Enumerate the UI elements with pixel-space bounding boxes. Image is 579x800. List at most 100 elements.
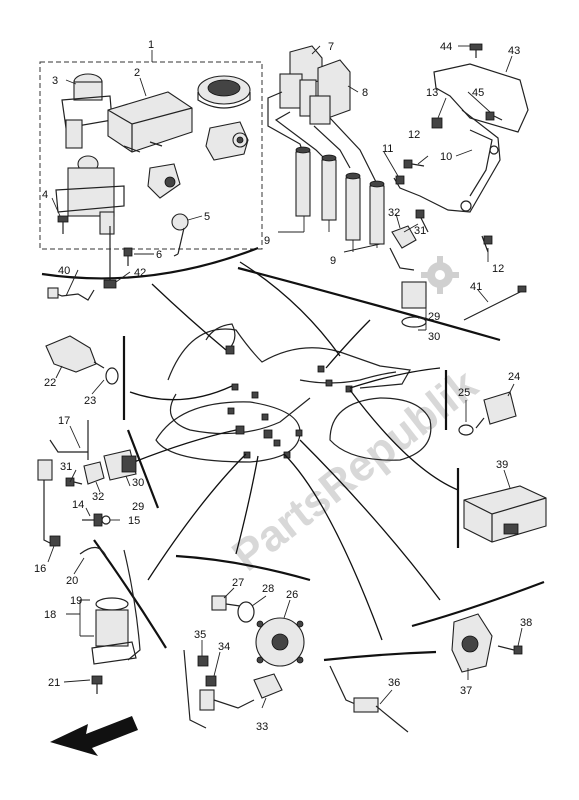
sensor-connector-left [37,459,61,547]
part-labels: 1 2 3 4 5 6 7 8 9 9 10 11 12 12 13 14 15… [34,39,532,733]
label-3: 3 [52,75,58,87]
label-28: 28 [262,583,274,595]
label-31b: 31 [60,461,72,473]
label-19: 19 [70,595,82,607]
label-27: 27 [232,577,244,589]
label-9b: 9 [330,255,336,267]
fuel-cap-lock [197,75,251,109]
label-41: 41 [470,281,482,293]
label-36: 36 [388,677,400,689]
label-21: 21 [48,677,60,689]
wire-harness-clip [47,287,95,301]
watermark-text: PartsRepublik [223,360,487,581]
label-6: 6 [156,249,162,261]
label-5: 5 [204,211,210,223]
nut-13 [431,117,443,129]
bolt-42 [103,226,117,289]
washer-28 [237,601,255,623]
label-38: 38 [520,617,532,629]
small-lock [147,163,181,199]
ecu-39 [463,485,547,543]
bolt-35 [197,655,209,667]
label-31a: 31 [414,225,426,237]
bolt-45 [485,111,503,121]
bolt-4 [57,215,69,234]
bolt-14 [82,513,103,527]
label-17: 17 [58,415,70,427]
label-10: 10 [440,151,452,163]
sensor-29-30-left [103,449,137,481]
sensor-32-top [391,209,429,249]
label-13: 13 [426,87,438,99]
label-34: 34 [218,641,230,653]
label-24: 24 [508,371,520,383]
label-15: 15 [128,515,140,527]
label-30a: 30 [428,331,440,343]
label-37: 37 [460,685,472,697]
sensor-37 [451,613,493,673]
label-9a: 9 [264,235,270,247]
main-switch-assembly [55,155,125,235]
label-43: 43 [508,45,520,57]
label-33: 33 [256,721,268,733]
sensor-29-30-top [389,247,427,328]
label-32b: 32 [92,491,104,503]
label-4: 4 [42,189,48,201]
coil-bracket [393,63,529,213]
label-1: 1 [148,39,154,51]
seat-lock [205,121,249,161]
bolt-12a [403,159,425,169]
label-18: 18 [44,609,56,621]
cable-tie [463,285,527,321]
label-7: 7 [328,41,334,53]
motorcycle-harness-outline [155,323,432,463]
label-16: 16 [34,563,46,575]
front-arrow-icon [50,716,138,756]
gear-icon [421,256,459,294]
clip-20 [79,546,107,557]
label-44: 44 [440,41,452,53]
label-8: 8 [362,87,368,99]
main-switch-kit-box [39,61,263,250]
control-module [107,91,193,153]
label-2: 2 [134,67,140,79]
label-42: 42 [134,267,146,279]
label-40: 40 [58,265,70,277]
bolt-44 [469,43,483,58]
spark-plug-caps [295,146,385,245]
pickup-rotor-26 [255,617,305,667]
sensor-33 [183,649,283,729]
label-29a: 29 [428,311,440,323]
label-12a: 12 [408,129,420,141]
label-30b: 30 [132,477,144,489]
bolt-27 [211,595,241,611]
label-26: 26 [286,589,298,601]
sensor-22 [45,335,105,373]
label-25: 25 [458,387,470,399]
label-20: 20 [66,575,78,587]
harness-leader-lines [129,261,459,641]
label-22: 22 [44,377,56,389]
group-brackets [41,246,545,662]
bolt-34 [205,675,217,687]
sensor-24 [475,391,517,429]
label-32a: 32 [388,207,400,219]
harness-connectors [225,345,353,459]
relay-18 [91,549,141,665]
label-45: 45 [472,87,484,99]
label-14: 14 [72,499,84,511]
washer-23 [105,367,119,385]
label-leaders [47,45,523,709]
bolt-6 [123,247,133,266]
lock-cylinder [61,73,113,149]
label-23: 23 [84,395,96,407]
bolt-11 [395,175,405,185]
sensor-36 [329,665,409,733]
sensor-17 [49,420,89,460]
washer-25 [458,424,474,436]
washer-15 [101,515,111,525]
ignition-coil-8 [309,59,351,125]
bolt-31-left [65,477,83,487]
bolt-21 [91,675,103,694]
